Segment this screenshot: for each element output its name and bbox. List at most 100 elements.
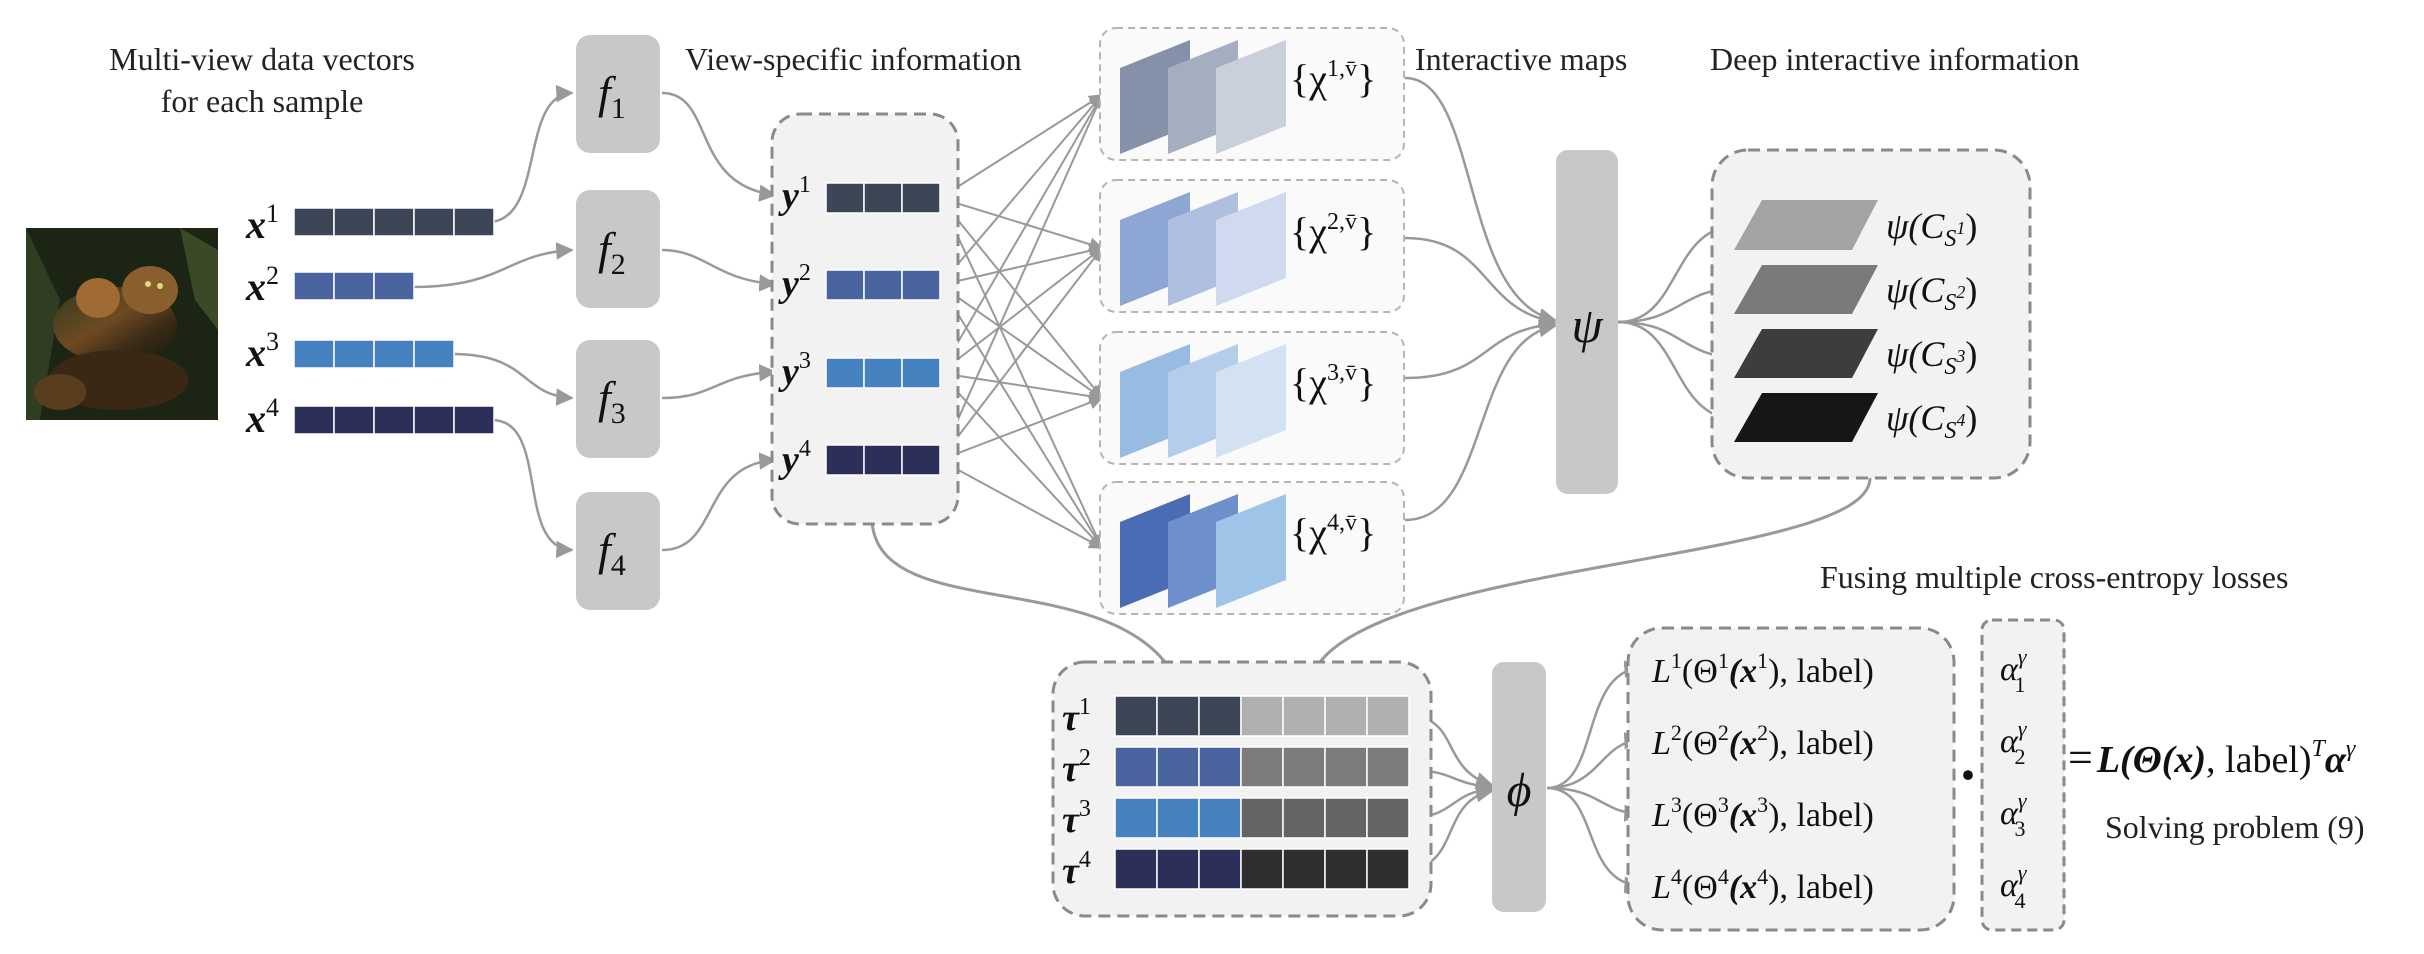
interactive-map-planes [1120,40,1286,608]
connectors-to-tau [870,477,1872,663]
tau-gray-cell-2 [1282,746,1326,788]
y-cell-3 [901,357,941,389]
view-specific-labels: y1 y2 y3 y4 [778,172,811,481]
connectors-input-encoder [411,84,574,559]
y-label-1: y1 [778,172,811,217]
input-label-x2: x2 [245,261,279,309]
tau-gray-cell-2 [1366,746,1410,788]
losses-box [1626,626,1956,932]
tau-gray-cell-3 [1366,797,1410,839]
input-label-x1: x1 [245,199,279,247]
map-label-4: {χ4,v̄} [1290,510,1376,555]
tau-gray-cell-3 [1324,797,1368,839]
view-specific-box [770,112,960,526]
tau-gray-cell-4 [1240,848,1284,890]
tau-color-cell-4 [1198,848,1242,890]
tau-label-1: τ1 [1062,694,1091,739]
map-label-2: {χ2,v̄} [1290,209,1376,254]
tau-gray-cell-1 [1366,695,1410,737]
tau-color-cell-4 [1114,848,1158,890]
alpha-box [1980,618,2066,932]
connectors-maps-psi [1404,76,1557,522]
tau-color-cell-3 [1198,797,1242,839]
input-cell-2 [373,271,415,301]
caption-solving: Solving problem (9) [2105,809,2365,845]
caption-interactive-maps: Interactive maps [1415,41,1627,77]
phi-label: ϕ [1507,764,1532,817]
deep-label-4: ψ(CS4) [1886,398,1977,444]
encoder-f3 [576,340,660,458]
y-cell-3 [863,357,903,389]
deep-planes [1734,200,1878,442]
loss-label-4: L4(Θ4(x4), label) [1651,864,1874,906]
map-plane-4-3 [1216,494,1286,608]
input-cell-1 [333,207,375,237]
caption-input-line1: Multi-view data vectors [109,41,415,77]
phi-block [1492,662,1546,912]
map-label-1: {χ1,v̄} [1290,56,1376,101]
dot-operator: · [1958,742,1978,808]
deep-label-2: ψ(CS2) [1886,270,1977,316]
input-labels: x1 x2 x3 x4 [245,199,279,441]
connectors-y-maps [939,93,1104,550]
input-cell-3 [333,339,375,369]
input-cell-2 [293,271,335,301]
loss-label-1: L1(Θ1(x1), label) [1651,648,1874,690]
y-label-4: y4 [778,436,811,481]
deep-plane-3 [1734,329,1878,378]
tau-color-cell-3 [1114,797,1158,839]
y-cell-3 [825,357,865,389]
tau-gray-cell-1 [1324,695,1368,737]
deep-label-3: ψ(CS3) [1886,334,1977,380]
encoder-f2 [576,190,660,308]
input-cell-1 [373,207,415,237]
tau-color-cell-1 [1156,695,1200,737]
tau-gray-cell-4 [1366,848,1410,890]
tau-label-3: τ3 [1062,796,1091,841]
y-label-3: y3 [778,348,811,393]
y-cell-1 [863,182,903,214]
y-cell-4 [825,444,865,476]
deep-plane-1 [1734,200,1878,250]
map-label-3: {χ3,v̄} [1290,360,1376,405]
y-label-2: y2 [778,260,811,305]
input-vector-bars [293,207,495,435]
encoder-f4 [576,492,660,610]
tau-gray-cell-2 [1240,746,1284,788]
interactive-map-labels: {χ1,v̄} {χ2,v̄} {χ3,v̄} {χ4,v̄} [1290,56,1376,555]
input-label-x4: x4 [245,393,279,441]
sample-image [26,228,218,420]
tau-color-cell-1 [1198,695,1242,737]
result-equation: =L(Θ(x), label)Tαγ [2068,733,2356,782]
deep-label-1: ψ(CS1) [1886,206,1977,252]
caption-deep-interactive: Deep interactive information [1710,41,2080,77]
map-plane-2-3 [1216,192,1286,306]
input-cell-4 [373,405,415,435]
tau-gray-cell-4 [1282,848,1326,890]
input-cell-1 [453,207,495,237]
connectors-encoder-y [661,91,777,552]
y-cell-2 [863,269,903,301]
tau-label-4: τ4 [1062,847,1091,892]
encoder-labels: f1 f2 f3 f4 [598,67,626,582]
input-cell-1 [293,207,335,237]
deep-plane-2 [1734,265,1878,314]
deep-plane-4 [1734,393,1878,442]
input-cell-4 [333,405,375,435]
y-cell-4 [901,444,941,476]
tau-gray-cell-3 [1240,797,1284,839]
tau-color-cell-2 [1114,746,1158,788]
psi-label: ψ [1571,297,1603,353]
tau-labels: τ1 τ2 τ3 τ4 [1062,694,1091,892]
loss-label-3: L3(Θ3(x3), label) [1651,792,1874,834]
input-cell-4 [453,405,495,435]
encoder-blocks [576,35,660,610]
tau-gray-cell-3 [1282,797,1326,839]
caption-view-specific: View-specific information [685,41,1022,77]
input-cell-3 [373,339,415,369]
view-specific-bars [825,182,941,476]
